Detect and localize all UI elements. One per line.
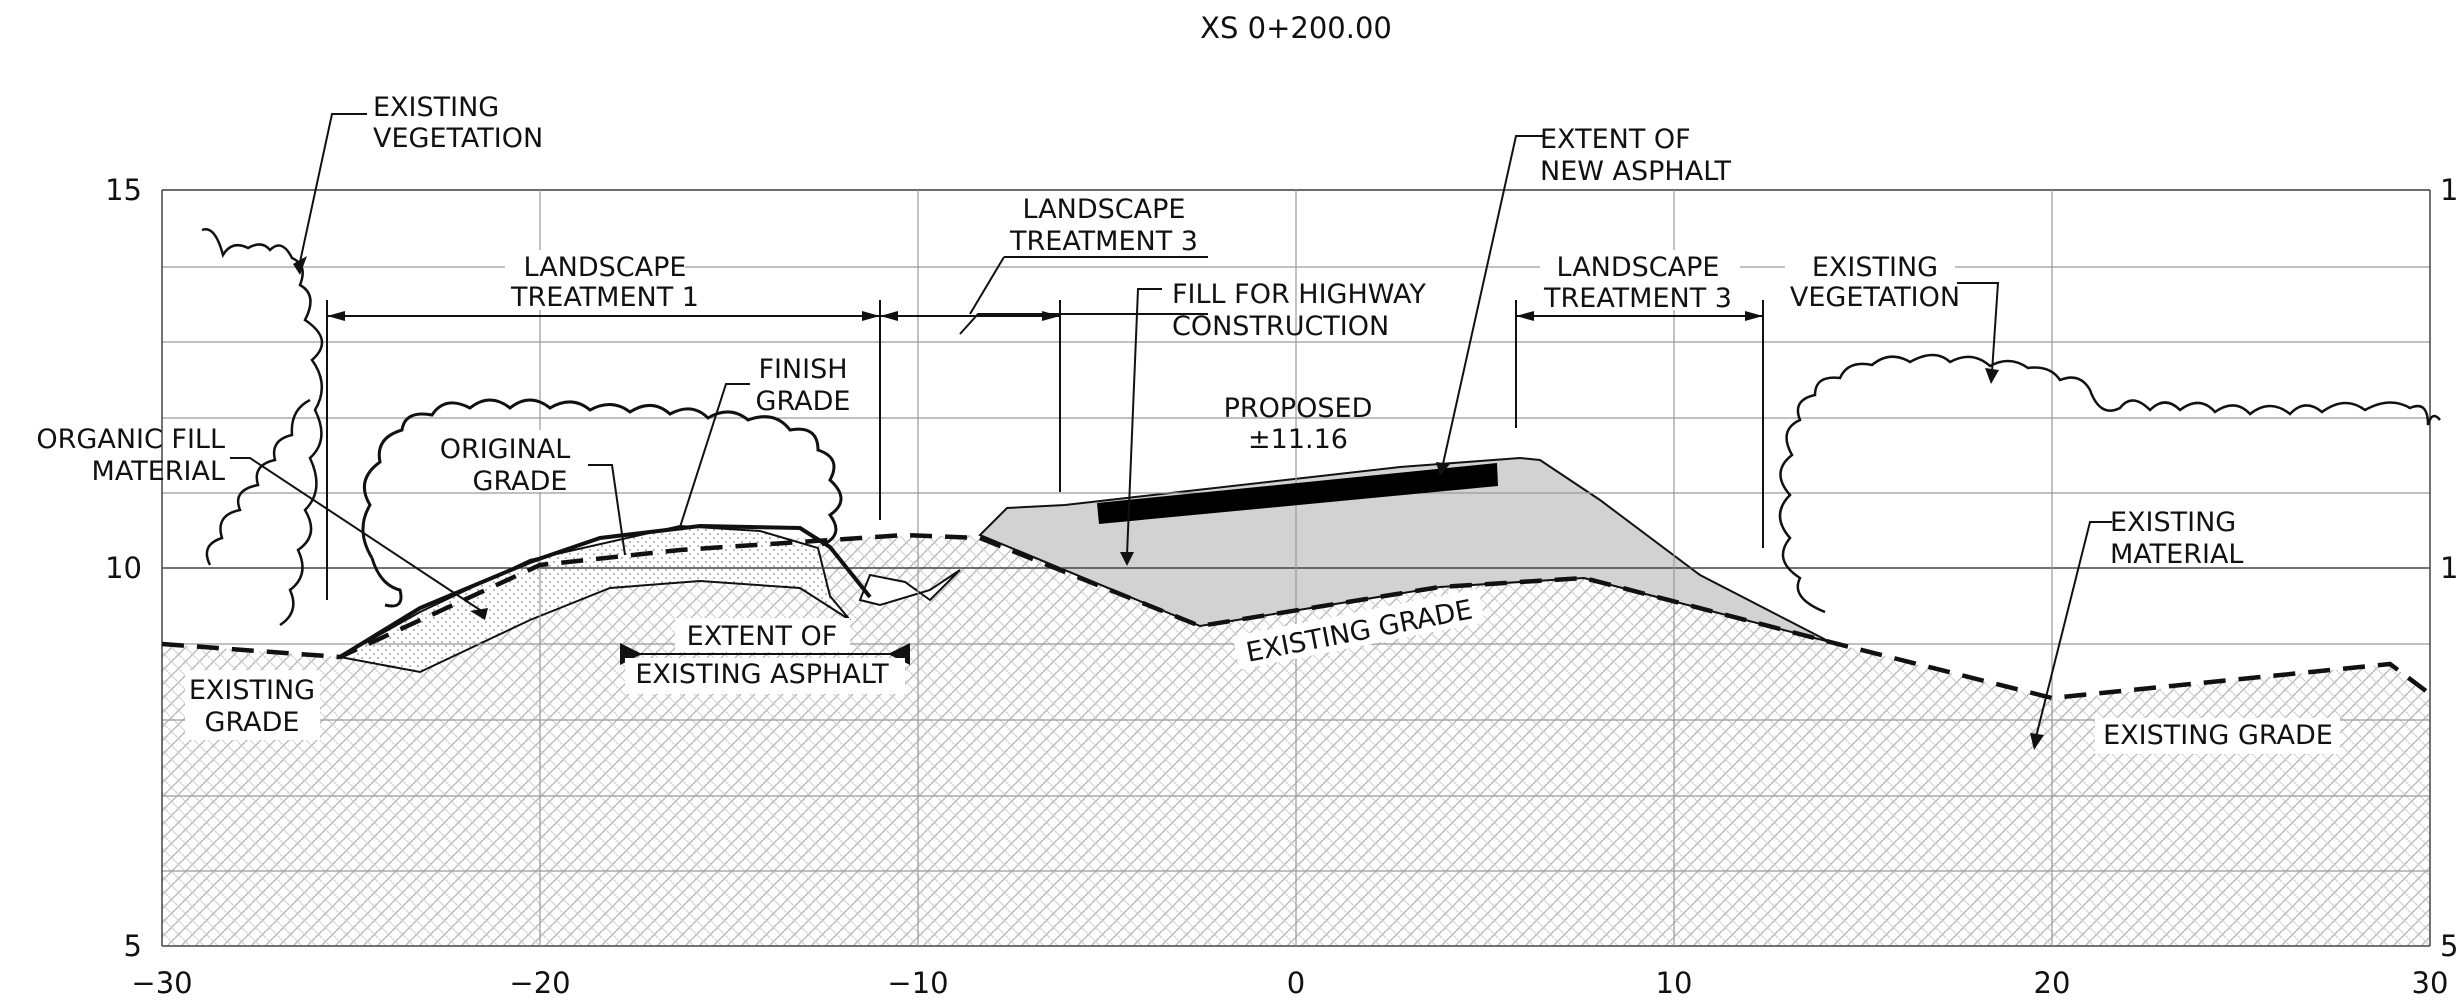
label-existing-grade-left: EXISTING GRADE [185, 670, 320, 740]
section-title: XS 0+200.00 [1200, 11, 1392, 45]
svg-text:MATERIAL: MATERIAL [2110, 539, 2243, 570]
label-landscape-treatment-3b: LANDSCAPE TREATMENT 3 [1540, 250, 1740, 314]
svg-text:EXISTING: EXISTING [1812, 252, 1938, 283]
y-tick-label: 5 [124, 929, 142, 963]
existing-grade-line [161, 532, 2432, 701]
svg-text:LANDSCAPE: LANDSCAPE [1023, 194, 1186, 225]
svg-text:VEGETATION: VEGETATION [1790, 282, 1960, 313]
svg-text:EXISTING: EXISTING [189, 675, 315, 706]
label-existing-vegetation-right: EXISTING VEGETATION [1785, 250, 1960, 313]
y-tick-label: 15 [105, 173, 142, 207]
label-fill-highway: FILL FOR HIGHWAY CONSTRUCTION [1172, 279, 1426, 342]
label-finish-grade: FINISH GRADE [756, 354, 851, 417]
x-tick-label: 0 [1287, 966, 1305, 1000]
svg-text:LANDSCAPE: LANDSCAPE [524, 252, 687, 283]
x-tick-label: −20 [509, 966, 570, 1000]
svg-text:CONSTRUCTION: CONSTRUCTION [1172, 311, 1389, 342]
x-tick-label: 20 [2034, 966, 2071, 1000]
svg-text:MATERIAL: MATERIAL [92, 456, 225, 487]
svg-text:±11.16: ±11.16 [1248, 424, 1348, 455]
svg-text:TREATMENT 1: TREATMENT 1 [510, 282, 699, 313]
svg-text:TREATMENT 3: TREATMENT 3 [1009, 226, 1198, 257]
svg-text:GRADE: GRADE [756, 386, 851, 417]
existing-vegetation-left-b [205, 398, 311, 566]
svg-text:TREATMENT 3: TREATMENT 3 [1543, 283, 1732, 314]
leaders [230, 113, 2112, 750]
existing-vegetation-mid-b [370, 557, 403, 608]
svg-text:GRADE: GRADE [205, 707, 300, 738]
svg-text:GRADE: GRADE [473, 466, 568, 497]
y-tick-label-right: 5 [2440, 929, 2457, 963]
svg-text:FINISH: FINISH [758, 354, 847, 385]
label-original-grade: ORIGINAL GRADE [435, 430, 575, 497]
svg-text:VEGETATION: VEGETATION [373, 123, 543, 154]
svg-text:ORGANIC FILL: ORGANIC FILL [36, 424, 225, 455]
y-tick-label-right: 1 [2440, 173, 2457, 207]
new-asphalt [1097, 463, 1498, 524]
label-existing-grade-right: EXISTING GRADE [2095, 718, 2340, 754]
svg-text:FILL FOR HIGHWAY: FILL FOR HIGHWAY [1172, 279, 1426, 310]
x-tick-label: 30 [2412, 966, 2449, 1000]
x-tick-label: −30 [131, 966, 192, 1000]
x-tick-label: −10 [887, 966, 948, 1000]
y-tick-label-right: 1 [2440, 551, 2457, 585]
svg-text:LANDSCAPE: LANDSCAPE [1557, 252, 1720, 283]
label-extent-new-asphalt: EXTENT OF NEW ASPHALT [1540, 124, 1732, 187]
svg-text:EXISTING GRADE: EXISTING GRADE [2103, 720, 2333, 751]
svg-text:EXTENT OF: EXTENT OF [687, 621, 838, 652]
x-tick-label: 10 [1656, 966, 1693, 1000]
label-extent-existing-asphalt: EXTENT OF EXISTING ASPHALT [625, 618, 905, 694]
existing-vegetation-left [201, 228, 324, 627]
svg-text:ORIGINAL: ORIGINAL [440, 434, 571, 465]
svg-text:EXTENT OF: EXTENT OF [1540, 124, 1691, 155]
label-existing-vegetation-left: EXISTING VEGETATION [373, 92, 543, 154]
svg-text:PROPOSED: PROPOSED [1224, 393, 1373, 424]
label-proposed: PROPOSED ±11.16 [1224, 393, 1373, 455]
existing-vegetation-right [1778, 353, 2441, 614]
hollow [858, 569, 961, 607]
svg-text:EXISTING ASPHALT: EXISTING ASPHALT [635, 659, 889, 690]
svg-text:NEW ASPHALT: NEW ASPHALT [1540, 156, 1732, 187]
label-organic-fill: ORGANIC FILL MATERIAL [36, 424, 225, 487]
label-landscape-treatment-3a: LANDSCAPE TREATMENT 3 [969, 194, 1208, 315]
label-existing-material: EXISTING MATERIAL [2110, 507, 2243, 570]
svg-text:EXISTING: EXISTING [373, 92, 499, 123]
svg-text:EXISTING: EXISTING [2110, 507, 2236, 538]
label-landscape-treatment-1: LANDSCAPE TREATMENT 1 [505, 250, 699, 313]
existing-vegetation-mid [361, 398, 843, 559]
y-tick-label: 10 [105, 551, 142, 585]
